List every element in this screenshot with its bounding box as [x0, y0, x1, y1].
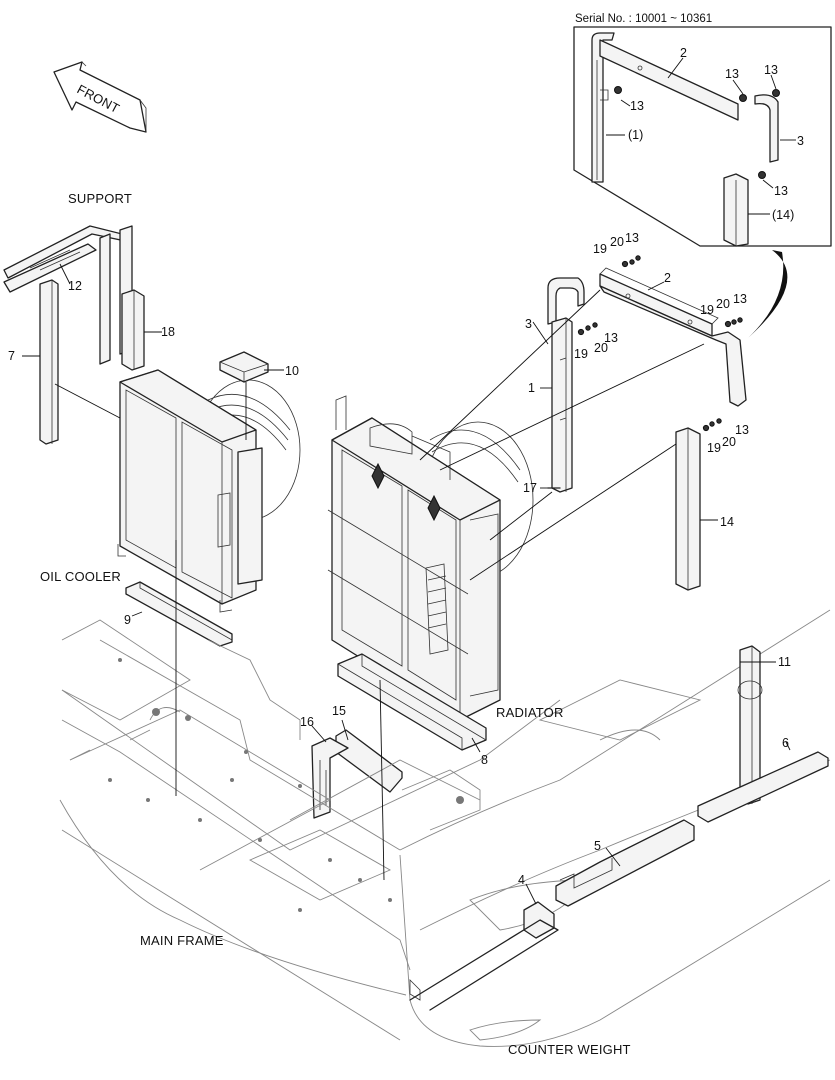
label-part-16: 16: [300, 715, 314, 729]
label-part-9: 9: [124, 613, 131, 627]
radiator-support-parts: [547, 255, 747, 591]
caption-support: SUPPORT: [68, 191, 132, 206]
label-part-19-a: 19: [593, 242, 607, 256]
label-part-19-b: 19: [574, 347, 588, 361]
caption-counter-weight: COUNTER WEIGHT: [508, 1042, 631, 1057]
label-part-13-c: 13: [733, 292, 747, 306]
label-part-4: 4: [518, 873, 525, 887]
seal-plates: [125, 581, 487, 751]
label-part-10: 10: [285, 364, 299, 378]
serial-note: Serial No. : 10001 ~ 10361: [575, 13, 712, 25]
caption-oil-cooler: OIL COOLER: [40, 569, 121, 584]
serial-inset: Serial No. : 10001 ~ 10361 2 13 13 13 (1…: [573, 13, 832, 247]
label-part-8: 8: [481, 753, 488, 767]
main-frame: [59, 619, 561, 1041]
brackets-15-16: [311, 729, 403, 819]
support-frame: [3, 225, 145, 445]
label-part-19-d: 19: [707, 441, 721, 455]
label-part-7: 7: [8, 349, 15, 363]
oil-cooler: [117, 351, 301, 613]
label-part-14: 14: [720, 515, 734, 529]
label-part-13-a: 13: [625, 231, 639, 245]
counter-weight: [399, 609, 831, 1047]
label-part-5: 5: [594, 839, 601, 853]
inset-pointer: [748, 250, 788, 338]
leader-lines: [22, 263, 791, 905]
label-part-17: 17: [523, 481, 537, 495]
label-part-13-b: 13: [604, 331, 618, 345]
label-part-20-d: 20: [722, 435, 736, 449]
label-part-20-c: 20: [716, 297, 730, 311]
label-part-13-d: 13: [735, 423, 749, 437]
label-part-15: 15: [332, 704, 346, 718]
label-part-12: 12: [68, 279, 82, 293]
label-part-6: 6: [782, 736, 789, 750]
caption-radiator: RADIATOR: [496, 705, 564, 720]
inset-label-2: 2: [680, 46, 687, 60]
label-part-18: 18: [161, 325, 175, 339]
label-part-20-a: 20: [610, 235, 624, 249]
inset-label-14-ref: (14): [772, 208, 794, 222]
inset-label-3: 3: [797, 134, 804, 148]
label-part-3: 3: [525, 317, 532, 331]
front-arrow: FRONT: [53, 61, 147, 133]
part-labels: 1 2 3 4 5 6 7 8 9 10 11 12 13 13 13 13 1…: [8, 231, 791, 887]
label-part-1: 1: [528, 381, 535, 395]
inset-label-13-b: 13: [764, 63, 778, 77]
inset-label-13-c: 13: [630, 99, 644, 113]
label-part-2: 2: [664, 271, 671, 285]
radiator: [327, 395, 534, 721]
label-part-20-b: 20: [594, 341, 608, 355]
label-part-19-c: 19: [700, 303, 714, 317]
caption-main-frame: MAIN FRAME: [140, 933, 224, 948]
inset-label-13-d: 13: [774, 184, 788, 198]
inset-label-1-ref: (1): [628, 128, 643, 142]
inset-label-13-a: 13: [725, 67, 739, 81]
label-part-11: 11: [778, 655, 791, 669]
